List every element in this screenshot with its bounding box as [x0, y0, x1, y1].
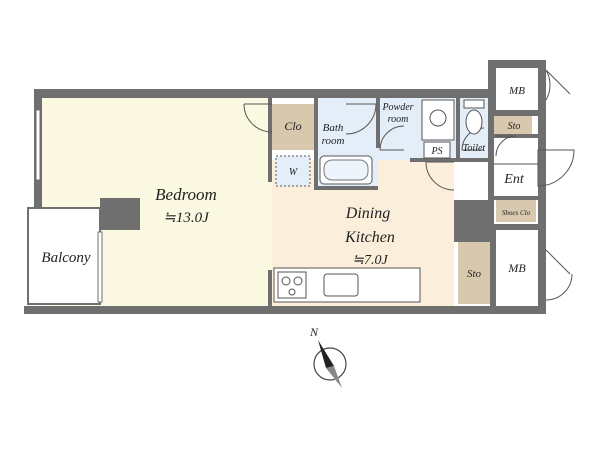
- wall-toilet-left: [456, 98, 460, 160]
- wall-east: [538, 60, 546, 314]
- window-west: [35, 109, 41, 181]
- door-entrance: [537, 149, 575, 187]
- toilet-tank: [463, 99, 485, 109]
- balcony-label: Balcony: [41, 250, 90, 266]
- bath-label-line2: room: [322, 135, 345, 147]
- pillar-dk: [454, 200, 490, 242]
- door-powder: [379, 125, 405, 151]
- washer-label: W: [289, 167, 299, 178]
- door-mb-top: [545, 69, 571, 101]
- door-bath: [345, 103, 377, 135]
- stove: [277, 271, 307, 299]
- wall-mb-bottom: [488, 110, 546, 116]
- wall-bath-right: [376, 98, 380, 148]
- closet-label: Clo: [284, 119, 301, 133]
- dk-name-line2: Kitchen: [344, 229, 395, 246]
- pillar-bedroom: [100, 198, 140, 230]
- sink-basin: [429, 109, 447, 127]
- entrance-label: Ent: [503, 172, 525, 187]
- ps-label: PS: [430, 146, 442, 157]
- burner-3: [288, 288, 296, 296]
- wall-mb2: [496, 224, 538, 230]
- shoes-closet-label: Shoes Clo: [502, 209, 531, 217]
- wall-ent-bottom: [494, 196, 538, 200]
- wall-bath-bottom: [314, 186, 378, 190]
- wall-mb2-left: [490, 224, 496, 314]
- wall-bath-left: [314, 98, 318, 190]
- storage-top-label: Sto: [508, 121, 521, 132]
- powder-label-line1: Powder: [381, 102, 413, 113]
- wall-powder-bottom: [410, 158, 490, 162]
- toilet-bowl: [465, 109, 483, 135]
- window-balcony: [97, 231, 103, 303]
- wall-ent-left: [488, 98, 494, 238]
- dk-size: ≒7.0J: [352, 253, 388, 268]
- bathtub-inner: [323, 159, 369, 181]
- wall-north: [34, 89, 490, 98]
- compass-needle-south-icon: [326, 366, 342, 388]
- shoes-closet-floor: [496, 200, 536, 222]
- dk-name-line1: Dining: [345, 205, 390, 222]
- bedroom-size: ≒13.0J: [163, 210, 210, 226]
- storage-top-floor: [494, 116, 532, 134]
- burner-2: [293, 276, 303, 286]
- bath-label-line1: Bath: [323, 122, 344, 134]
- wall-bed-dk-lower: [268, 270, 272, 306]
- wall-bed-dk: [268, 98, 272, 182]
- wall-mb-top: [488, 60, 546, 68]
- door-bedroom: [243, 103, 273, 133]
- toilet-label: Toilet: [463, 143, 486, 154]
- wall-south: [24, 306, 546, 314]
- storage-kitchen-label: Sto: [467, 268, 482, 280]
- entrance-floor: [490, 140, 530, 200]
- bedroom-name: Bedroom: [155, 185, 217, 204]
- closet-floor: [272, 104, 314, 150]
- ps-box: [423, 141, 451, 159]
- burner-1: [281, 276, 291, 286]
- balcony-floor: [27, 207, 101, 305]
- door-mb-bottom: [545, 249, 573, 301]
- compass-north-label: N: [309, 325, 319, 339]
- washer-pan: [275, 155, 311, 187]
- storage-kitchen-floor: [458, 242, 490, 304]
- door-dk-toilet: [425, 161, 455, 191]
- kitchen-sink: [323, 273, 359, 297]
- powder-label-line2: room: [388, 114, 409, 125]
- wall-mb-left: [488, 60, 496, 112]
- mb-top-label: MB: [508, 85, 525, 97]
- door-sto-top: [495, 135, 517, 157]
- mb-bottom-label: MB: [507, 261, 526, 275]
- compass-needle-north-icon: [318, 340, 334, 368]
- compass: N: [309, 325, 347, 388]
